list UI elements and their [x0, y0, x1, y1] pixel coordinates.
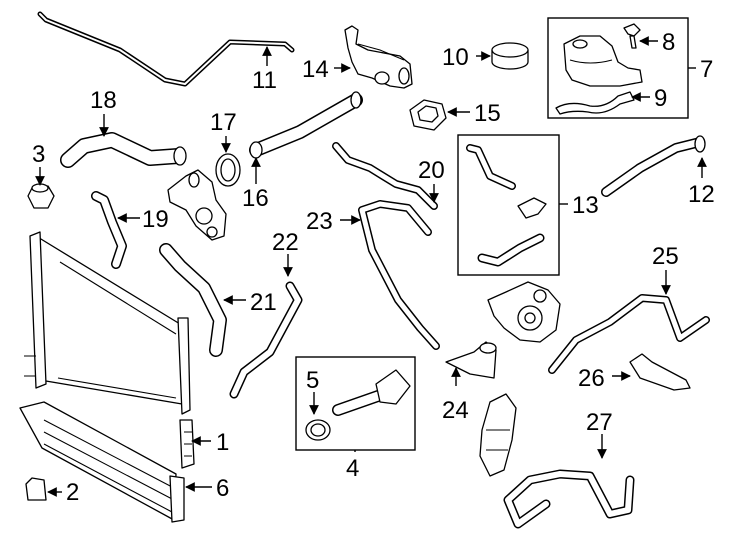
callout-19: 19 — [142, 206, 169, 233]
part-15-gasket — [409, 99, 447, 131]
part-11-tube — [37, 11, 295, 87]
part-4-valve — [332, 369, 411, 416]
callout-2: 2 — [66, 479, 79, 506]
part-1-drain — [179, 419, 195, 469]
callout-12: 12 — [688, 181, 715, 208]
part-26-bracket — [629, 353, 691, 391]
part-2-mount — [25, 477, 47, 501]
part-8-bolt — [623, 23, 641, 49]
part-18-hose — [60, 132, 187, 168]
callout-1: 1 — [216, 429, 229, 456]
callout-13: 13 — [572, 192, 599, 219]
radiator — [24, 231, 191, 415]
callout-4: 4 — [346, 455, 359, 482]
group-box-13 — [457, 134, 560, 276]
thermostat-housing — [167, 169, 227, 241]
part-23-tube — [358, 200, 440, 350]
part-17-oring — [215, 153, 241, 187]
callout-25: 25 — [652, 243, 679, 270]
part-13-hoses — [466, 144, 547, 267]
callout-8: 8 — [662, 29, 675, 56]
callout-10: 10 — [442, 44, 469, 71]
part-10-cap — [491, 42, 529, 70]
callout-23: 23 — [306, 208, 333, 235]
part-7-reservoir — [563, 35, 643, 87]
part-19-hose — [91, 191, 127, 269]
part-22-hose — [229, 281, 303, 399]
callout-26: 26 — [578, 365, 605, 392]
callout-14: 14 — [302, 56, 329, 83]
callout-21: 21 — [250, 289, 277, 316]
part-20-tube — [332, 142, 438, 210]
callout-9: 9 — [654, 85, 667, 112]
part-12-hose — [601, 135, 706, 197]
callout-17: 17 — [210, 109, 237, 136]
callout-labels: 1 2 3 4 5 6 7 8 9 10 11 12 13 14 15 16 1… — [32, 29, 715, 506]
callout-16: 16 — [242, 185, 269, 212]
part-9-strap — [555, 91, 635, 115]
callout-6: 6 — [216, 475, 229, 502]
callout-11: 11 — [252, 67, 277, 94]
water-pump-assembly — [487, 281, 561, 343]
part-5-oring — [305, 419, 331, 441]
part-6-condenser — [19, 401, 185, 523]
valve-assembly — [479, 393, 517, 477]
callout-3: 3 — [32, 141, 45, 168]
leader-lines — [35, 36, 707, 497]
callout-24: 24 — [442, 397, 469, 424]
part-21-hose — [159, 243, 227, 357]
part-16-pipe — [249, 91, 363, 159]
part-25-tube — [548, 294, 710, 374]
callout-7: 7 — [700, 56, 713, 83]
callout-27: 27 — [586, 409, 613, 436]
callout-5: 5 — [306, 367, 319, 394]
callout-20: 20 — [418, 157, 445, 184]
callout-15: 15 — [474, 100, 501, 127]
part-24-bracket — [445, 341, 497, 379]
callout-22: 22 — [272, 229, 299, 256]
callout-18: 18 — [90, 87, 117, 114]
part-3-mount — [27, 183, 55, 209]
part-27-hose — [503, 469, 635, 529]
part-14-housing — [344, 25, 413, 89]
